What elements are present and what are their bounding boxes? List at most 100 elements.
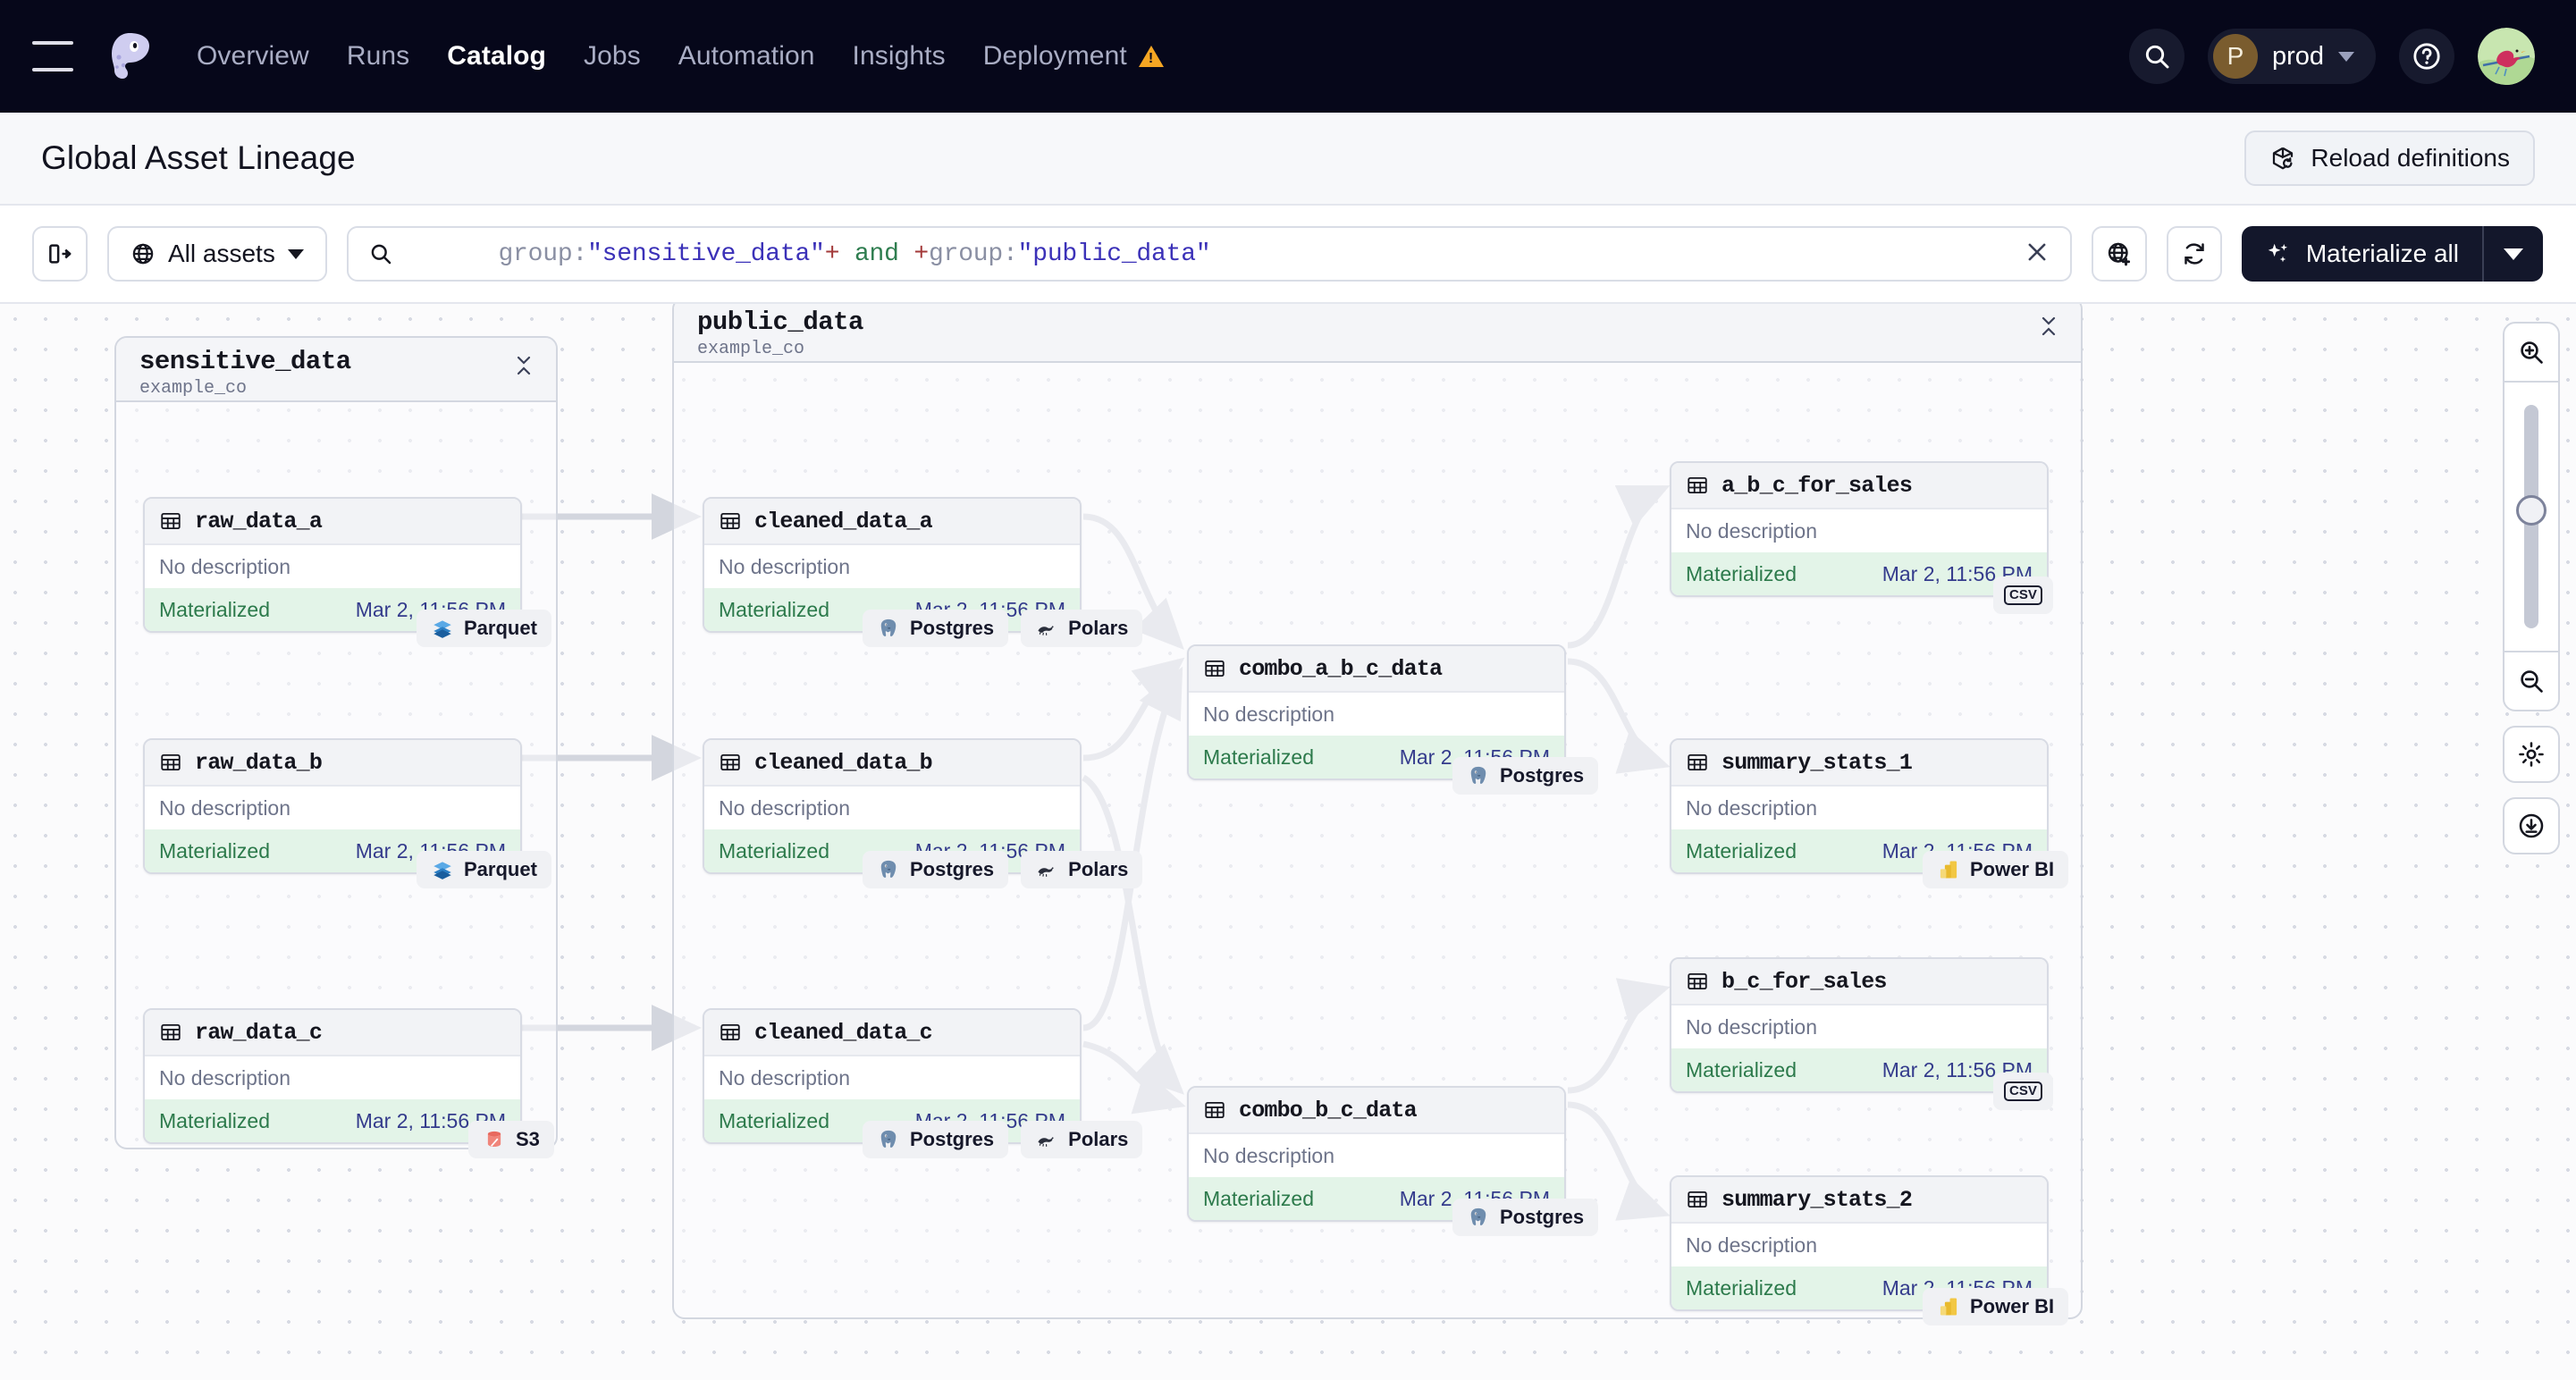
asset-tag-label: Postgres [910,858,995,880]
postgres-icon [880,618,897,636]
nav-label: Overview [197,41,309,71]
asset-node-header: summary_stats_2 [1671,1177,2047,1224]
status-label: Materialized [1203,1186,1314,1210]
hamburger-menu-icon[interactable] [32,41,73,72]
zoom-in-button[interactable] [2504,324,2558,381]
asset-tag-postgres[interactable]: Postgres [1452,1199,1599,1236]
nav-label: Runs [346,41,410,71]
graph-settings-button[interactable] [2503,726,2560,783]
asset-tag-power-bi[interactable]: Power BI [1923,1288,2069,1325]
materialize-all-button[interactable]: Materialize all [2241,226,2543,282]
help-circle-icon [2413,43,2440,70]
materialize-divider [2482,226,2484,282]
query-token [839,240,854,268]
asset-node-title: summary_stats_1 [1722,749,1913,776]
asset-node-title: raw_data_c [195,1019,323,1046]
refresh-icon [2185,243,2204,265]
globe-add-icon [2108,242,2130,266]
asset-tag-row: Power BI [1923,1288,2069,1325]
asset-tag-label: Postgres [1500,764,1585,787]
asset-tag-label: Power BI [1970,1295,2055,1317]
asset-tag-polars[interactable]: Polars [1021,610,1143,647]
asset-tag-postgres[interactable]: Postgres [863,1121,1009,1158]
status-label: Materialized [1686,838,1797,862]
asset-node-description: No description [1203,1143,1335,1167]
group-name: sensitive_data [139,347,351,376]
asset-query-input[interactable]: group:"sensitive_data"+ and +group:"publ… [346,226,2072,282]
collapse-chevrons-icon [517,356,531,375]
asset-tag-polars[interactable]: Polars [1021,1121,1143,1158]
asset-tag-postgres[interactable]: Postgres [863,851,1009,888]
nav-item-catalog[interactable]: Catalog [447,41,546,72]
deployment-switcher[interactable]: P prod [2207,29,2376,84]
status-label: Materialized [1686,1275,1797,1300]
nav-item-deployment[interactable]: Deployment [983,41,1164,72]
table-icon [720,512,740,530]
download-graph-button[interactable] [2503,797,2560,854]
nav-label: Jobs [583,41,641,71]
sparkle-icon [2268,243,2287,263]
table-icon [1205,1101,1225,1119]
zoom-slider-thumb[interactable] [2516,495,2547,526]
divider [2504,651,2558,652]
query-token: "sensitive_data" [587,240,825,268]
asset-tag-parquet[interactable]: Parquet [417,851,551,888]
refresh-button[interactable] [2166,226,2222,282]
asset-node-header: raw_data_b [145,740,520,787]
table-icon [720,1023,740,1041]
add-global-filter-button[interactable] [2091,226,2147,282]
nav-item-automation[interactable]: Automation [678,41,815,72]
chevron-down-icon [2504,248,2523,260]
divider [2504,381,2558,383]
asset-node-description: No description [1686,1014,1818,1039]
zoom-slider[interactable] [2504,383,2558,651]
asset-node-title: b_c_for_sales [1722,968,1887,995]
lineage-graph-canvas[interactable]: sensitive_data example_co public_data ex… [0,304,2576,1380]
primary-nav-items: Overview Runs Catalog Jobs Automation In… [197,41,1164,72]
table-icon [1205,660,1225,677]
asset-tag-polars[interactable]: Polars [1021,851,1143,888]
group-name: public_data [697,307,863,337]
asset-tag-s3[interactable]: S3 [468,1121,554,1158]
asset-filter-dropdown[interactable]: All assets [107,226,327,282]
nav-item-insights[interactable]: Insights [853,41,946,72]
asset-tag-parquet[interactable]: Parquet [417,610,551,647]
clear-query-button[interactable] [2024,239,2050,270]
asset-node-description: No description [159,1065,291,1090]
nav-item-jobs[interactable]: Jobs [584,41,641,72]
reload-definitions-button[interactable]: Reload definitions [2244,130,2535,186]
materialize-all-main[interactable]: Materialize all [2242,240,2482,268]
collapse-group-icon[interactable] [2038,307,2059,338]
asset-node-description: No description [719,554,851,578]
dagster-logo-icon[interactable] [100,27,159,86]
asset-tag-postgres[interactable]: Postgres [863,610,1009,647]
help-button[interactable] [2399,29,2454,84]
nav-item-runs[interactable]: Runs [347,41,409,72]
close-icon [2028,243,2046,260]
asset-tag-power-bi[interactable]: Power BI [1923,851,2069,888]
top-navigation-bar: Overview Runs Catalog Jobs Automation In… [0,0,2576,113]
materialize-options-button[interactable] [2484,248,2543,260]
status-label: Materialized [1686,561,1797,585]
collapse-group-icon[interactable] [513,347,535,377]
asset-tag-postgres[interactable]: Postgres [1452,757,1599,795]
global-search-button[interactable] [2128,29,2185,84]
query-token: "public_data" [1017,240,1211,268]
sidebar-toggle-button[interactable] [32,226,88,282]
asset-tag-csv[interactable]: CSV [1993,576,2053,614]
deployment-initial: P [2227,42,2244,70]
nav-item-overview[interactable]: Overview [197,41,309,72]
nav-label: Deployment [982,41,1127,71]
zoom-out-button[interactable] [2504,652,2558,710]
asset-tag-csv[interactable]: CSV [1993,1073,2053,1110]
asset-tag-label: Postgres [1500,1206,1585,1228]
user-avatar[interactable] [2478,28,2535,85]
deployment-name: prod [2271,41,2324,71]
warning-triangle-icon [1138,46,1164,67]
logo-svg [112,33,149,79]
